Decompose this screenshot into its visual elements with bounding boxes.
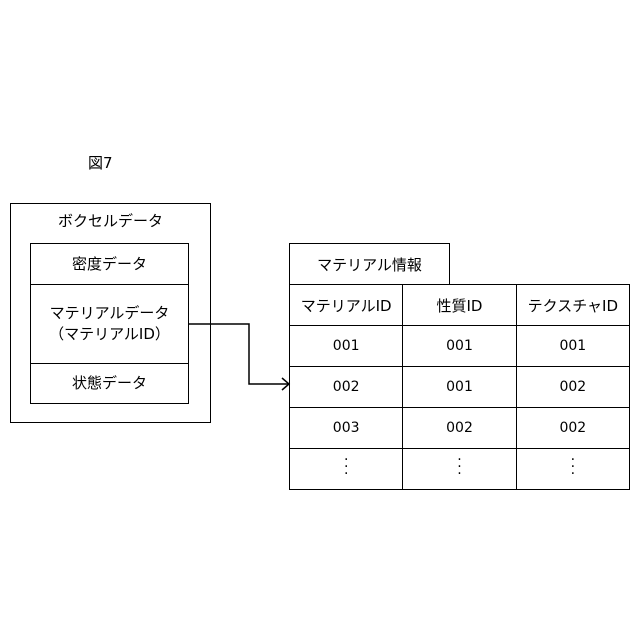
table-cell: 001 xyxy=(403,326,516,367)
table-cell: 001 xyxy=(290,326,403,367)
material-info-table: マテリアルID 性質ID テクスチャID 001 001 001 002 001… xyxy=(289,284,630,490)
vertical-ellipsis-icon: ··· xyxy=(571,457,575,478)
table-cell: 002 xyxy=(516,408,629,449)
table-row: 002 001 002 xyxy=(290,367,630,408)
table-row: 003 002 002 xyxy=(290,408,630,449)
material-info-tab: マテリアル情報 xyxy=(289,243,450,285)
table-cell: 002 xyxy=(403,408,516,449)
table-cell: 002 xyxy=(516,367,629,408)
reference-arrow-line xyxy=(189,324,289,384)
vertical-ellipsis-icon: ··· xyxy=(344,457,348,478)
table-row-ellipsis: ··· ··· ··· xyxy=(290,449,630,490)
table-cell: 002 xyxy=(290,367,403,408)
vertical-ellipsis-icon: ··· xyxy=(457,457,461,478)
header-texture-id: テクスチャID xyxy=(516,285,629,326)
table-cell: 001 xyxy=(516,326,629,367)
table-row: 001 001 001 xyxy=(290,326,630,367)
header-property-id: 性質ID xyxy=(403,285,516,326)
table-cell: 001 xyxy=(403,367,516,408)
table-header-row: マテリアルID 性質ID テクスチャID xyxy=(290,285,630,326)
material-info-title: マテリアル情報 xyxy=(317,254,422,275)
table-cell: 003 xyxy=(290,408,403,449)
header-material-id: マテリアルID xyxy=(290,285,403,326)
